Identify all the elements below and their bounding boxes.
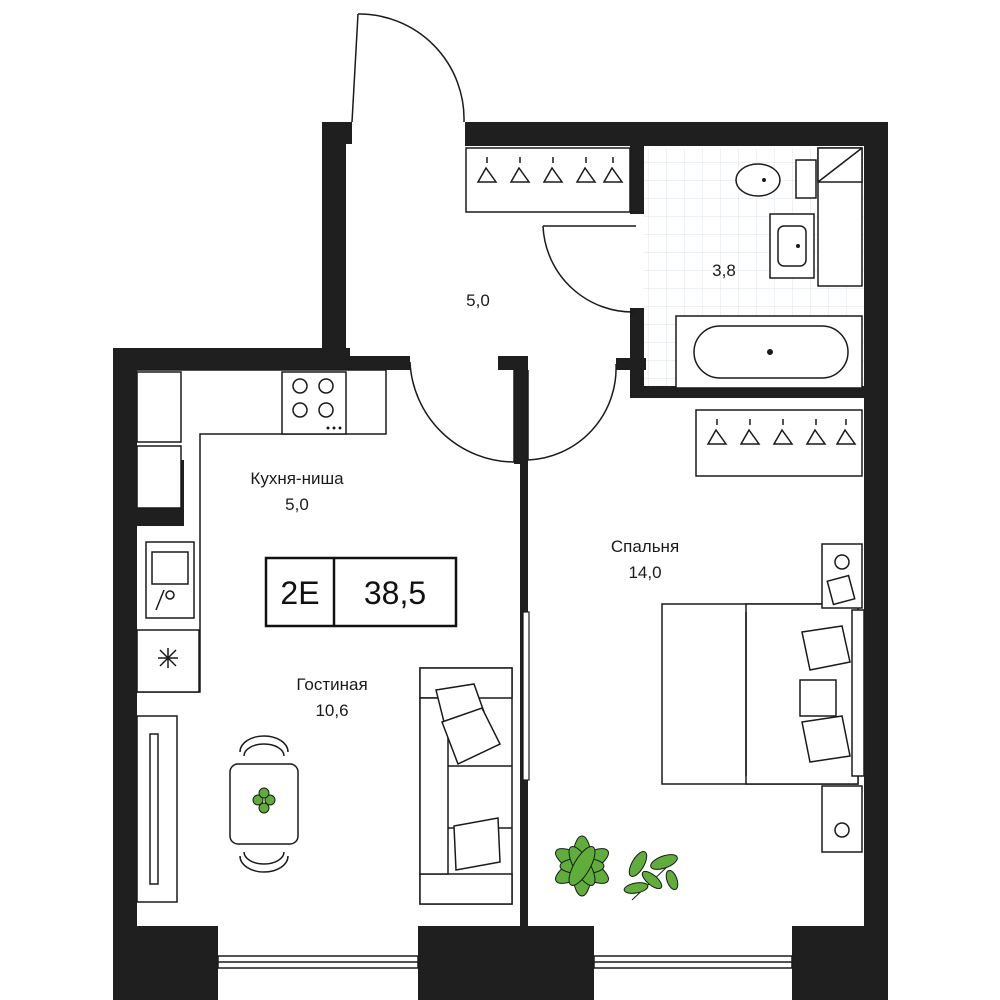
entrance-door[interactable] [351, 13, 465, 123]
living-name: Гостиная [296, 675, 367, 694]
living-area: 10,6 [315, 701, 348, 720]
kitchen-area: 5,0 [285, 495, 309, 514]
bedroom-area: 14,0 [628, 563, 661, 582]
sliding-door[interactable] [522, 611, 530, 781]
plant-small [623, 851, 679, 901]
bedroom-name: Спальня [611, 537, 679, 556]
dining-table [229, 735, 299, 873]
apartment-total-area: 38,5 [364, 575, 426, 611]
sofa [419, 667, 513, 905]
living-door[interactable] [409, 361, 515, 463]
hallway-area: 5,0 [466, 291, 490, 310]
bedroom-door[interactable] [527, 363, 617, 461]
bathroom-sink [769, 213, 815, 279]
hall-wardrobe [465, 147, 631, 213]
tv-unit [136, 715, 178, 903]
nightstand-top [821, 543, 863, 609]
kitchen-name: Кухня-ниша [250, 469, 344, 488]
plant-large [555, 835, 609, 897]
bedroom-wardrobe [695, 409, 863, 477]
bed [661, 603, 865, 785]
window-left [217, 955, 419, 969]
kitchen-sink [145, 541, 195, 619]
bathroom-area: 3,8 [712, 261, 736, 280]
dishwasher [136, 629, 200, 693]
bathtub [675, 315, 863, 389]
fridge [136, 371, 182, 509]
cooktop [281, 371, 347, 435]
nightstand-bottom [821, 785, 863, 853]
window-right [593, 955, 793, 969]
bathroom-door[interactable] [542, 225, 637, 313]
apartment-badge: 2E 38,5 [264, 556, 458, 628]
bathroom-cabinet [817, 147, 863, 287]
toilet [735, 159, 817, 199]
apartment-type: 2E [280, 575, 319, 611]
